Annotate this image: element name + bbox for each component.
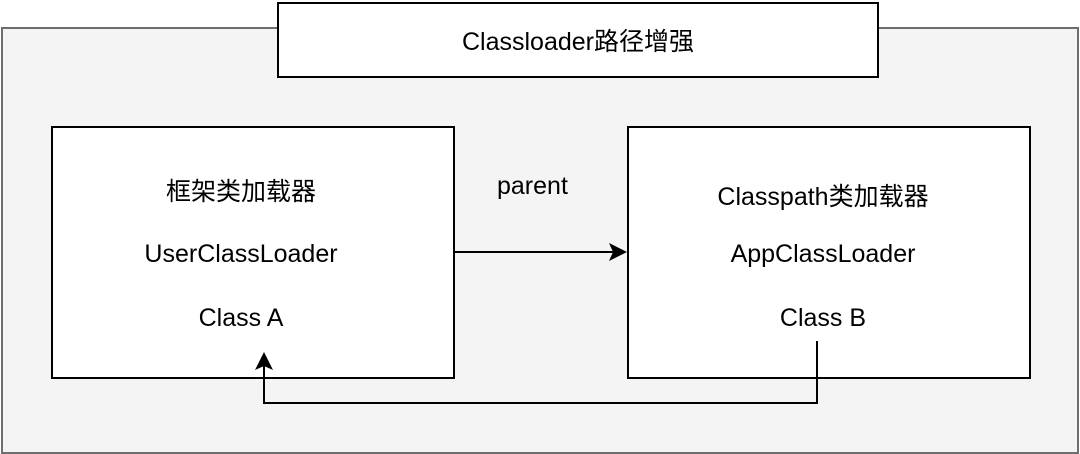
user-classloader-box: 框架类加载器 UserClassLoader Class A xyxy=(51,126,455,379)
box-heading: 框架类加载器 xyxy=(165,178,316,206)
classloader-name: AppClassLoader xyxy=(730,240,916,268)
class-label: Class B xyxy=(779,304,867,332)
app-classloader-box: Classpath类加载器 AppClassLoader Class B xyxy=(627,126,1031,379)
parent-edge-label: parent xyxy=(497,172,568,200)
diagram-title: Classloader路径增强 xyxy=(277,2,879,78)
classloader-name: UserClassLoader xyxy=(144,240,338,268)
title-text: Classloader路径增强 xyxy=(461,28,694,56)
class-label: Class A xyxy=(198,304,284,332)
classb-to-classa-arrow xyxy=(255,341,818,404)
parent-arrow xyxy=(455,243,627,261)
box-heading: Classpath类加载器 xyxy=(717,183,929,211)
